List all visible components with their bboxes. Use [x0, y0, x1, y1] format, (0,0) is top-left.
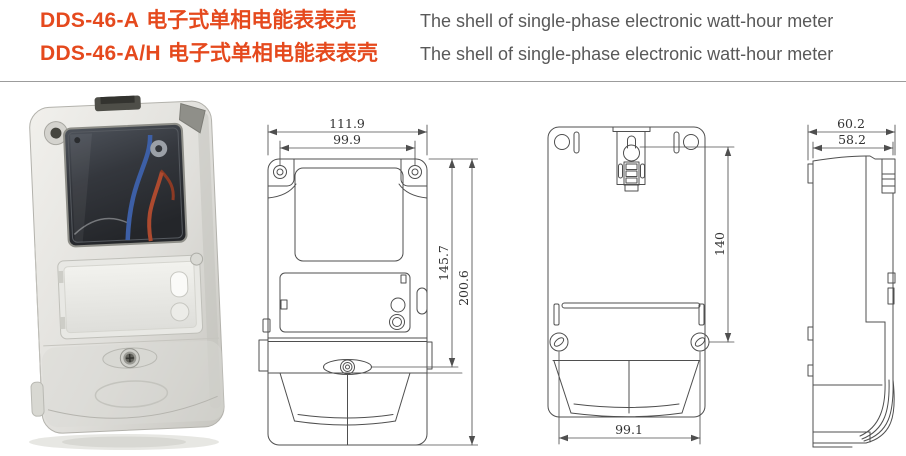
title-cn-text-2: 电子式单相电能表表壳 — [167, 42, 378, 65]
product-title-cn-2: DDS-46-A/H 电子式单相电能表表壳 — [40, 37, 420, 67]
model-code-2: DDS-46-A/H — [40, 42, 161, 65]
panel-ring — [170, 302, 190, 322]
dim-label-side-body-depth: 58.2 — [838, 132, 866, 147]
product-title-en-2: The shell of single-phase electronic wat… — [420, 44, 834, 64]
product-title-row-1: DDS-46-A 电子式单相电能表表壳 The shell of single-p… — [0, 4, 906, 37]
dim-label-front-total-height: 200.6 — [456, 270, 471, 306]
seal-screw — [102, 347, 158, 369]
dim-label-front-hole-span: 99.9 — [333, 132, 361, 147]
wire-red — [147, 171, 164, 242]
panel-button — [169, 271, 189, 298]
front-nameplate-panel — [279, 272, 411, 333]
product-title-row-2: DDS-46-A/H 电子式单相电能表表壳 The shell of single… — [0, 37, 906, 70]
bottom-rim-line — [47, 395, 218, 419]
dim-label-back-hanger-height: 140 — [712, 232, 727, 256]
window-standoff-hole — [155, 145, 163, 153]
keyhole — [623, 144, 640, 162]
window-corner-dot — [74, 137, 81, 144]
hanger-tab-slot — [100, 95, 135, 105]
dim-label-front-outer-width: 111.9 — [329, 116, 365, 131]
back-view-drawing: 140 99.1 — [547, 126, 735, 445]
wire-blue — [125, 134, 153, 241]
back-ledge-slot — [561, 302, 701, 309]
back-view-dimensions — [558, 146, 735, 445]
left-wall-line — [34, 244, 42, 395]
side-tab — [30, 381, 45, 417]
front-window — [294, 167, 404, 262]
meter-window — [63, 122, 188, 248]
divider-line — [0, 81, 906, 82]
dim-label-front-upper-height: 145.7 — [436, 245, 451, 281]
panel-hinge — [57, 270, 64, 284]
nameplate-panel — [57, 252, 204, 340]
front-seal-screw — [323, 359, 372, 375]
panel-seal-screw — [190, 252, 204, 266]
side-view-outline — [807, 155, 896, 448]
side-view-drawing: 60.2 58.2 — [807, 116, 896, 448]
photo-shadow-core — [62, 436, 186, 448]
dim-label-back-screw-span: 99.1 — [615, 422, 643, 437]
back-view-outline — [547, 126, 710, 418]
product-title-cn-1: DDS-46-A 电子式单相电能表表壳 — [40, 4, 420, 34]
back-screw-left — [549, 332, 569, 352]
product-photo-image — [29, 95, 225, 450]
product-title-en-1: The shell of single-phase electronic wat… — [420, 11, 834, 31]
side-view-dimensions — [807, 124, 896, 161]
top-right-ear — [178, 102, 206, 134]
body-band-line — [43, 337, 220, 347]
model-code-1: DDS-46-A — [40, 9, 140, 32]
front-view-drawing: 111.9 99.9 145.7 200.6 — [258, 116, 478, 446]
panel-hinge — [59, 316, 66, 330]
front-view-dimensions — [267, 124, 478, 446]
title-cn-text-1: 电子式单相电能表表壳 — [146, 9, 357, 32]
mounting-ear-hole — [50, 127, 62, 139]
front-button — [390, 297, 406, 313]
back-screw-right — [690, 332, 710, 352]
front-view-outline — [258, 158, 433, 446]
side-bracket — [881, 158, 896, 194]
terminal-cover-tint — [41, 340, 225, 428]
wire-gray — [73, 217, 131, 235]
page-header: DDS-46-A 电子式单相电能表表壳 The shell of single-p… — [0, 4, 906, 70]
window-reflection — [70, 133, 93, 243]
bottom-oval-recess — [94, 380, 169, 408]
dim-label-side-outer-depth: 60.2 — [837, 116, 865, 131]
meter-body-side-shade — [197, 112, 221, 409]
